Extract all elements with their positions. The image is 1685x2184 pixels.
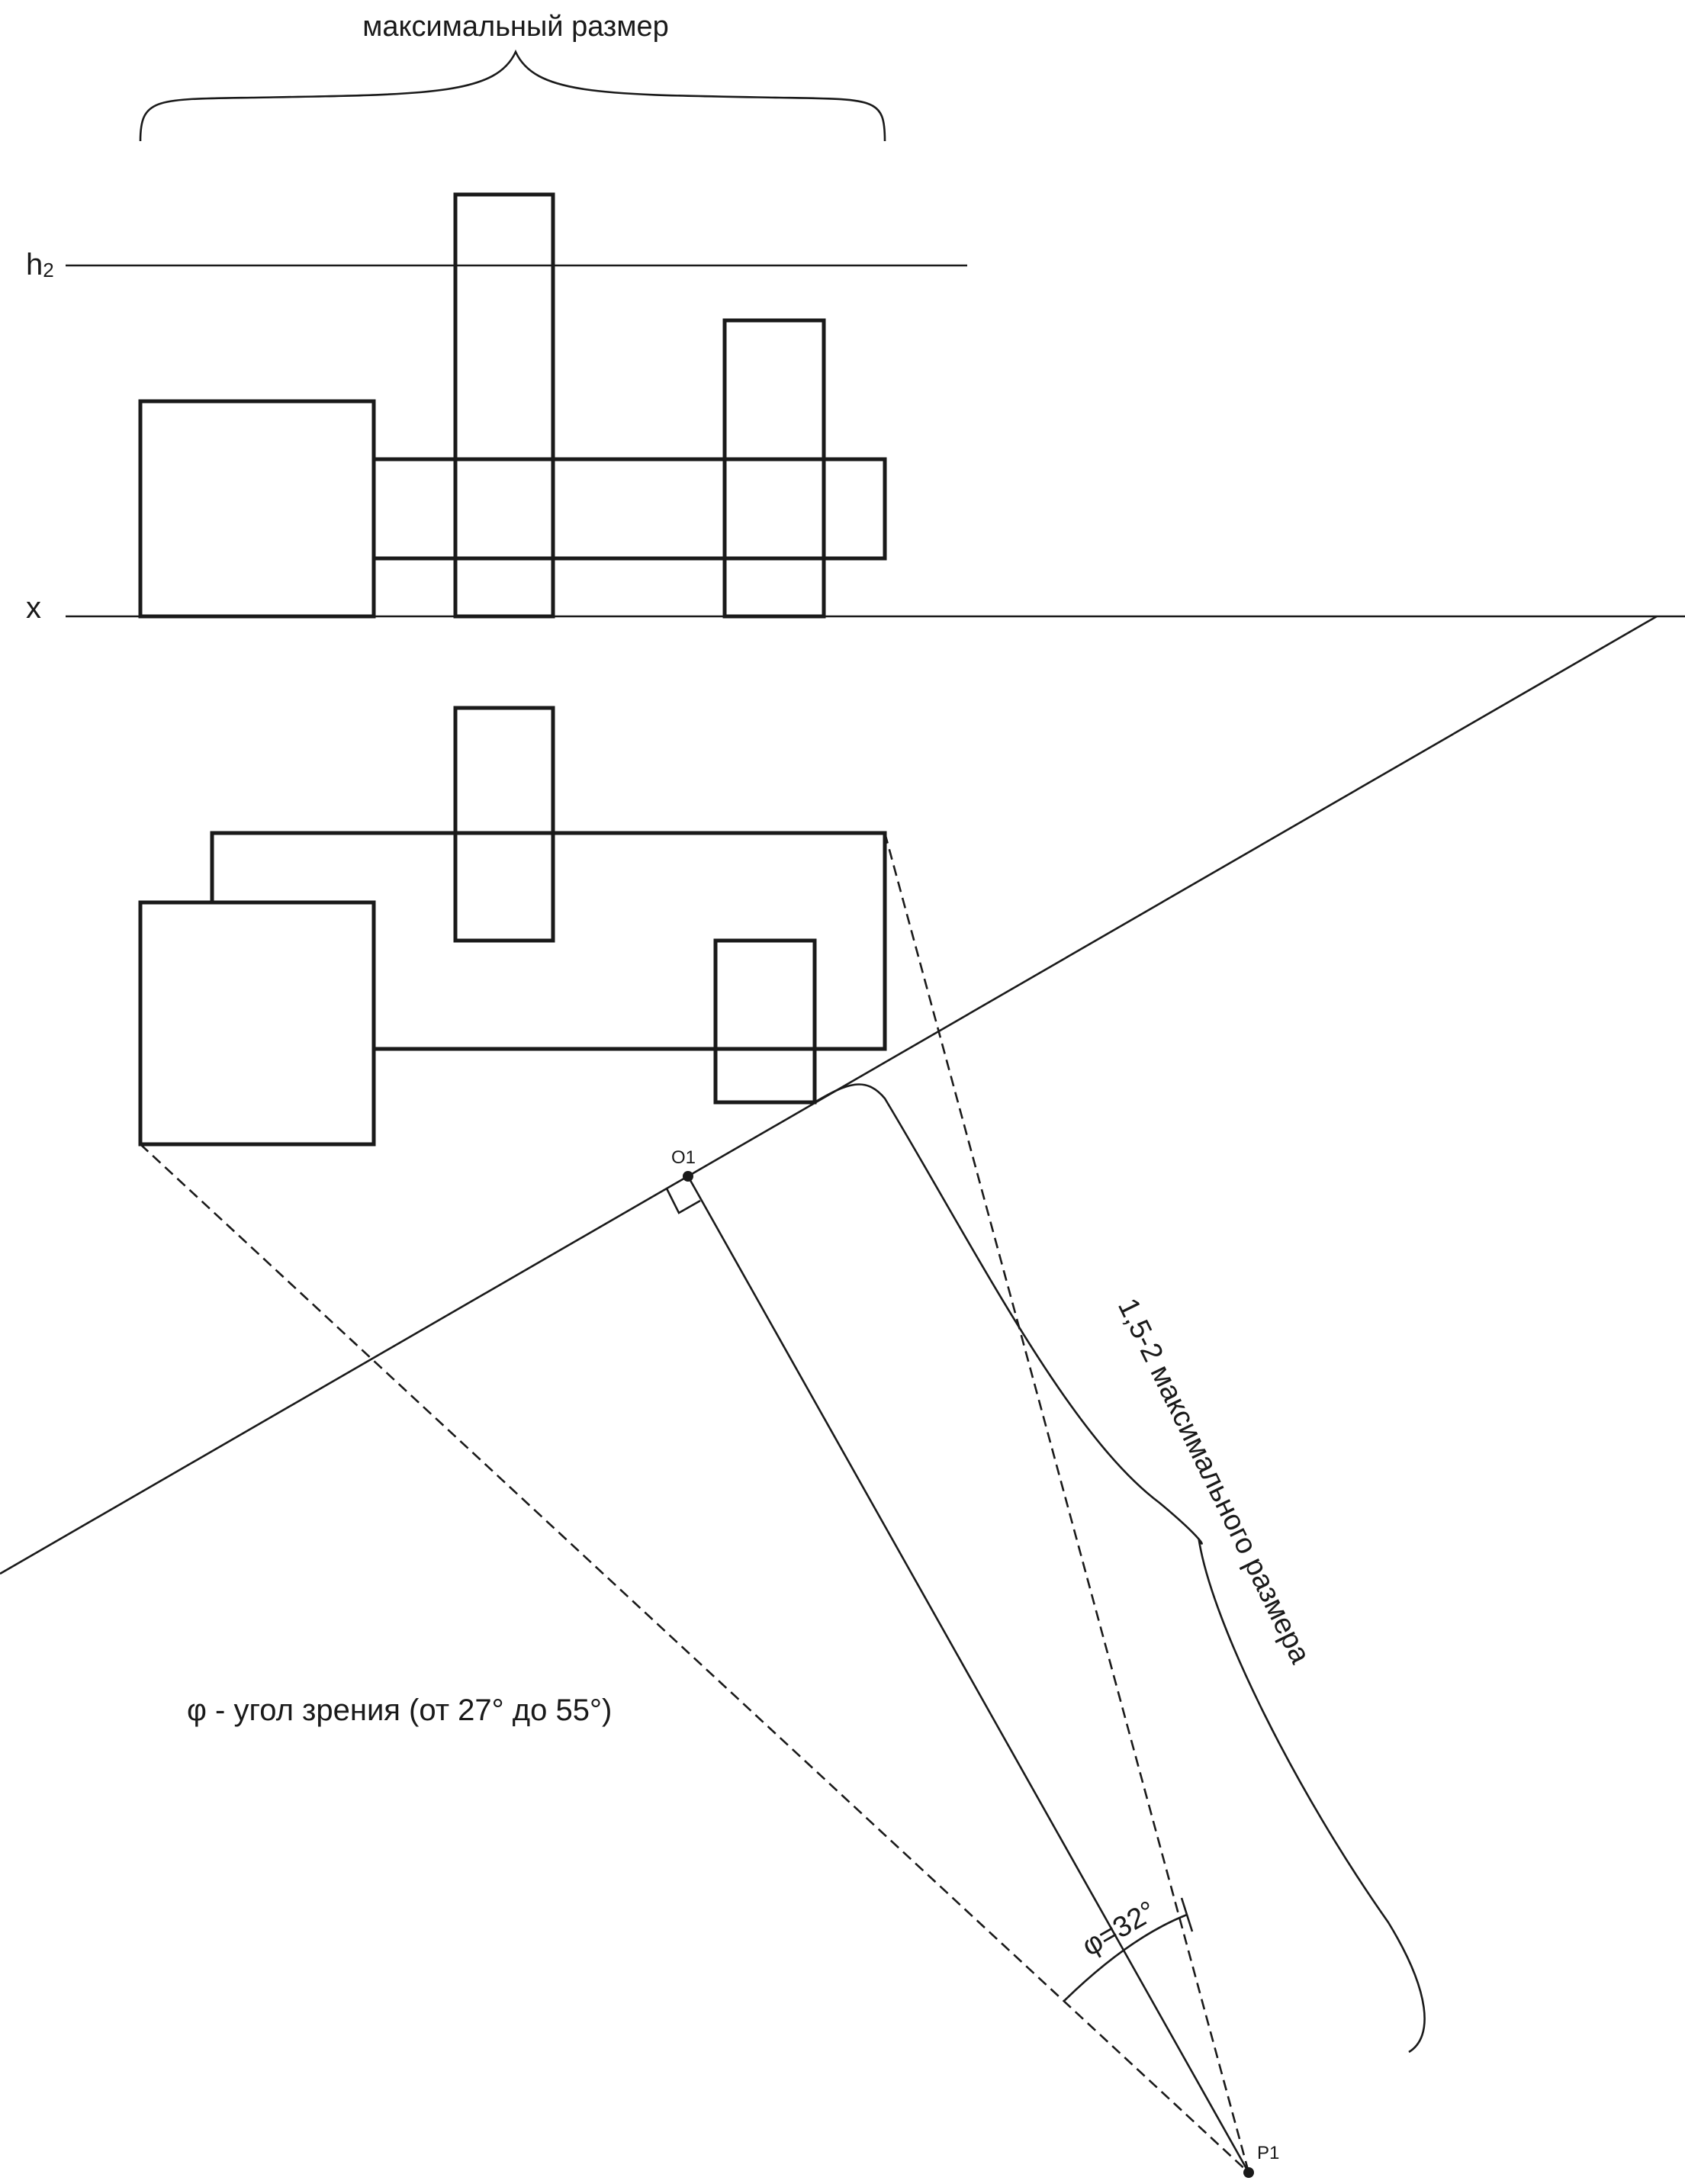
front-view	[138, 192, 887, 619]
front-view-left-block	[138, 399, 376, 619]
view-angle-legend: φ - угол зрения (от 27° до 55°)	[187, 1693, 612, 1727]
left-sight-line	[140, 1143, 1249, 2173]
view-angle-arc	[1063, 1913, 1188, 2002]
top-view-upper-block	[453, 706, 555, 943]
h2-label-main: h	[26, 248, 43, 281]
distance-label: 1,5-2 максимального размера	[1111, 1294, 1317, 1669]
right-sight-line	[883, 832, 1250, 2173]
front-view-right-column	[722, 318, 826, 619]
p1-label: P1	[1257, 2143, 1279, 2163]
max-size-label: максимальный размер	[362, 11, 669, 43]
max-size-brace	[139, 49, 886, 142]
arc-tick-right	[1180, 1897, 1194, 1932]
point-p1	[1243, 2167, 1254, 2178]
x-axis-label: x	[26, 591, 41, 625]
top-view	[138, 706, 887, 1147]
distance-brace	[814, 1083, 1426, 2054]
central-ray	[687, 1176, 1250, 2173]
front-view-tall-column	[453, 192, 555, 619]
top-view-lower-block	[713, 938, 817, 1105]
top-view-left-block	[138, 900, 376, 1147]
right-angle-marker	[665, 1188, 701, 1214]
o1-label: O1	[671, 1147, 696, 1168]
point-o1	[683, 1171, 693, 1182]
h2-label: h2	[26, 248, 54, 281]
h2-label-subscript: 2	[43, 259, 53, 281]
front-view-horizontal-beam	[371, 457, 887, 561]
